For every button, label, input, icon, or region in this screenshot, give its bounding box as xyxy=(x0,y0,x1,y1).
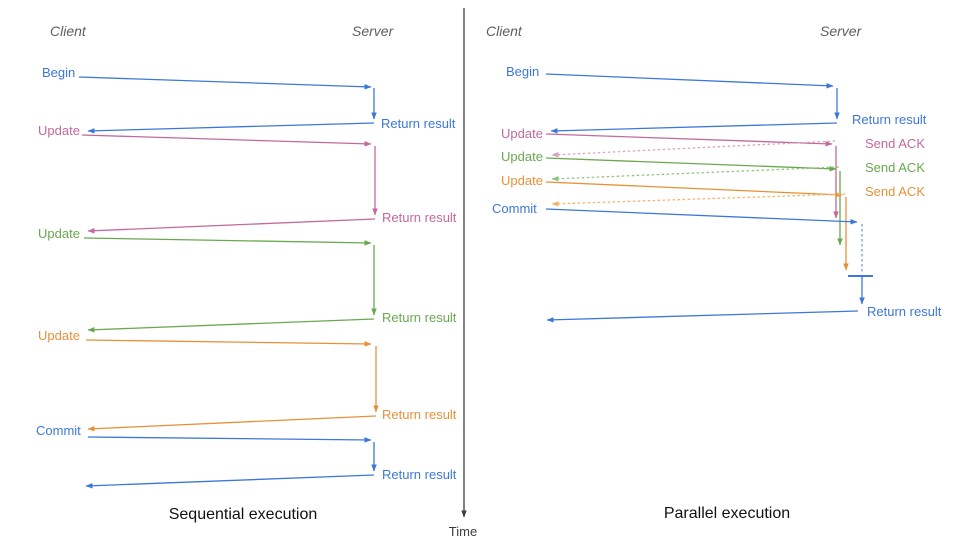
par-commit-label: Commit xyxy=(492,201,537,216)
par-begin-label: Begin xyxy=(506,64,539,79)
seq-return-result-1-arrow xyxy=(87,122,375,134)
par-update1-request-arrow xyxy=(545,133,833,147)
par-server-header: Server xyxy=(820,23,863,39)
seq-return-result-1-label: Return result xyxy=(381,116,456,131)
par-update3-request-arrow xyxy=(545,181,843,198)
seq-begin-request-arrow xyxy=(78,76,372,90)
time-axis-label: Time xyxy=(449,524,477,539)
seq-update1-request-arrow xyxy=(81,134,372,147)
seq-return-result-4-label: Return result xyxy=(382,407,457,422)
par-begin-request-arrow xyxy=(545,73,834,89)
seq-begin-label: Begin xyxy=(42,65,75,80)
seq-return-result-3-label: Return result xyxy=(382,310,457,325)
par-send-ack-3-label: Send ACK xyxy=(865,184,925,199)
seq-commit-label: Commit xyxy=(36,423,81,438)
seq-server-header: Server xyxy=(352,23,395,39)
par-ack1-dashed-arrow xyxy=(551,140,836,158)
seq-return-result-2-arrow xyxy=(87,218,376,234)
seq-return-result-4-arrow xyxy=(87,415,377,432)
seq-update3-request-arrow xyxy=(85,339,372,347)
seq-commit-request-arrow xyxy=(87,436,372,443)
seq-update2-request-arrow xyxy=(83,237,372,246)
seq-update2-label: Update xyxy=(38,226,80,241)
par-return-result-final-label: Return result xyxy=(867,304,942,319)
par-send-ack-1-label: Send ACK xyxy=(865,136,925,151)
seq-return-result-3-arrow xyxy=(87,318,375,333)
par-commit-request-arrow xyxy=(545,208,858,225)
par-return-result-final-arrow xyxy=(546,310,859,323)
par-update3-label: Update xyxy=(501,173,543,188)
par-return-result-1-label: Return result xyxy=(852,112,927,127)
seq-return-result-2-label: Return result xyxy=(382,210,457,225)
seq-update1-label: Update xyxy=(38,123,80,138)
par-update2-request-arrow xyxy=(545,157,837,172)
par-panel-title: Parallel execution xyxy=(664,505,790,522)
par-return-result-1-arrow xyxy=(550,122,838,134)
par-client-header: Client xyxy=(486,23,523,39)
seq-return-result-5-label: Return result xyxy=(382,467,457,482)
seq-update3-label: Update xyxy=(38,328,80,343)
seq-client-header: Client xyxy=(50,23,87,39)
par-update1-label: Update xyxy=(501,126,543,141)
par-update2-label: Update xyxy=(501,149,543,164)
seq-return-result-5-arrow xyxy=(85,474,375,489)
par-send-ack-2-label: Send ACK xyxy=(865,160,925,175)
par-ack3-dashed-arrow xyxy=(551,193,846,207)
seq-panel-title: Sequential execution xyxy=(169,506,318,523)
par-ack2-dashed-arrow xyxy=(551,166,840,182)
